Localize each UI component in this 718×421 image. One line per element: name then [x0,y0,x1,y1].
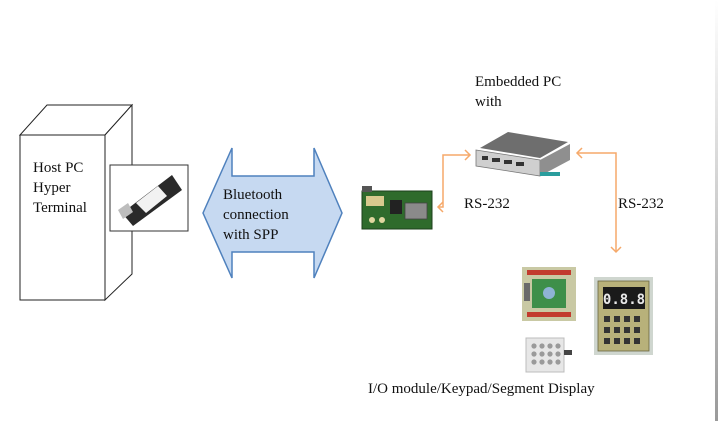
host-pc-label-line-1: Host PC [33,160,84,176]
peripherals-caption: I/O module/Keypad/Segment Display [368,381,595,397]
image-border [715,0,718,421]
bluetooth-label: Bluetooth connection with SPP [223,185,289,245]
host-pc-label-line-3: Terminal [33,200,87,216]
rs232-label-left: RS-232 [464,196,510,212]
rs232-link-left [436,149,472,213]
rs232-label-right: RS-232 [618,196,664,212]
host-pc-label-line-2: Hyper [33,180,71,196]
bluetooth-label-line-2: connection [223,207,289,223]
bluetooth-label-line-1: Bluetooth [223,187,283,203]
bluetooth-label-line-3: with SPP [223,227,279,243]
bluetooth-double-arrow [202,147,343,279]
host-pc-label: Host PC Hyper Terminal [33,158,87,218]
bluetooth-module-image [361,186,433,230]
host-pc-box [18,103,134,302]
embedded-pc-label-line-1: Embedded PC [475,74,562,90]
embedded-pc-label: Embedded PC with [475,72,561,112]
segment-display-image: 0.8.8 [594,277,653,355]
segment-digits: 0.8.8 [603,292,645,308]
embedded-pc-image [475,132,570,177]
usb-dongle-image [109,164,189,232]
embedded-pc-label-line-2: with [475,94,502,110]
rs232-link-right [575,147,622,254]
keypad-image [525,337,572,373]
io-module-image [522,267,576,321]
